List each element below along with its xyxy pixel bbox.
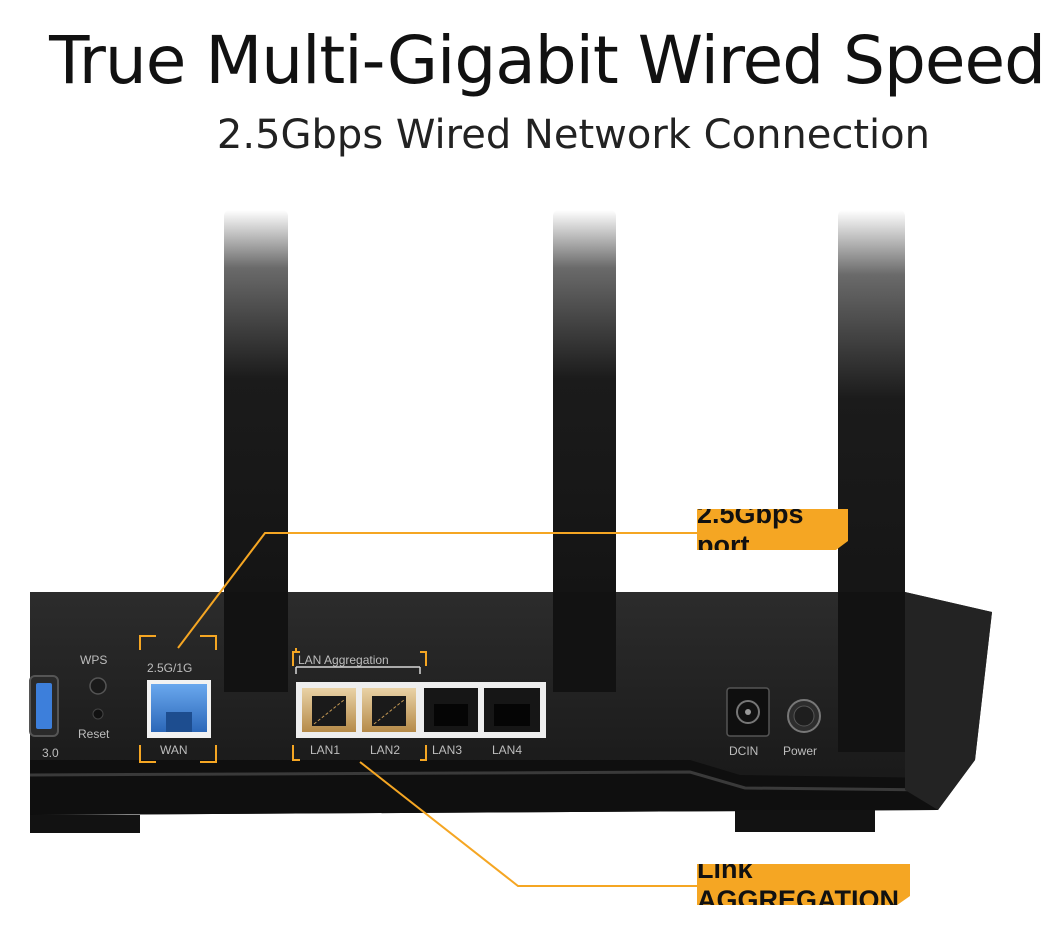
power-label: Power bbox=[783, 744, 817, 758]
usb-label: 3.0 bbox=[42, 746, 59, 760]
reset-label: Reset bbox=[78, 727, 110, 741]
lan3-label: LAN3 bbox=[432, 743, 462, 757]
wps-button bbox=[89, 677, 107, 695]
antenna-left bbox=[224, 210, 288, 692]
wan-label: WAN bbox=[160, 743, 188, 757]
port-leader-line bbox=[177, 532, 697, 649]
aggregation-leader-line bbox=[359, 761, 697, 887]
callout-link-aggregation: Link AGGREGATION bbox=[697, 864, 910, 905]
page-title: True Multi-Gigabit Wired Speed bbox=[49, 22, 1046, 99]
lan-aggregation-label: LAN Aggregation bbox=[298, 653, 389, 667]
wan-speed-label: 2.5G/1G bbox=[147, 661, 192, 675]
lan1-label: LAN1 bbox=[310, 743, 340, 757]
callout-2-5gbps-port: 2.5Gbps port bbox=[697, 509, 848, 550]
lan2-label: LAN2 bbox=[370, 743, 400, 757]
antenna-middle bbox=[553, 210, 616, 692]
dcin-label: DCIN bbox=[729, 744, 758, 758]
reset-button bbox=[92, 708, 104, 720]
wps-label: WPS bbox=[80, 653, 107, 667]
lan4-label: LAN4 bbox=[492, 743, 522, 757]
page-subtitle: 2.5Gbps Wired Network Connection bbox=[216, 112, 930, 158]
